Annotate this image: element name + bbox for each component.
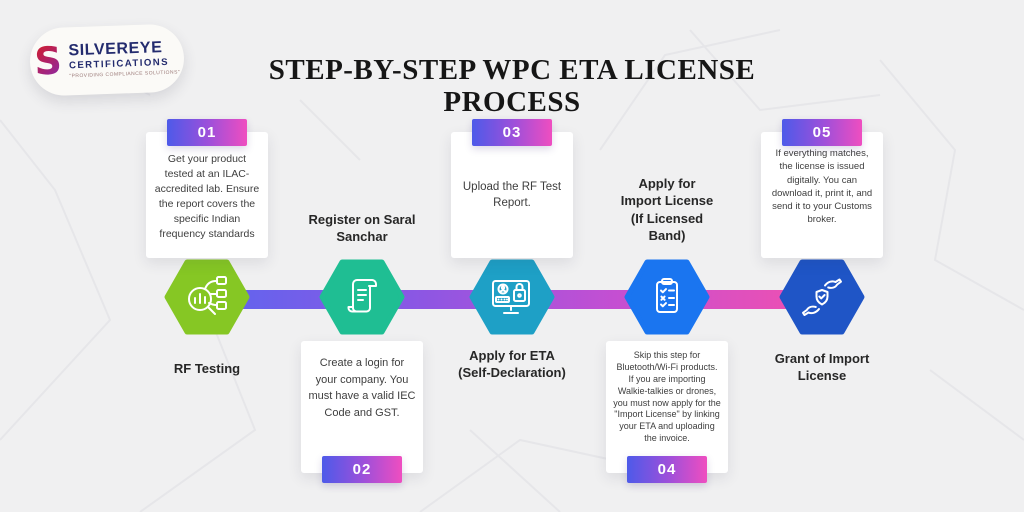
step1-hexagon bbox=[164, 258, 250, 336]
step3-number-badge: 03 bbox=[472, 119, 552, 146]
rf-analysis-icon bbox=[188, 276, 227, 315]
step2-number-badge: 02 bbox=[322, 456, 402, 483]
brand-text: SILVEREYE CERTIFICATIONS "PROVIDING COMP… bbox=[68, 39, 180, 79]
step3-hex-shape bbox=[469, 259, 555, 335]
step2-label: Register on Saral Sanchar bbox=[308, 212, 416, 245]
step4-label: Apply for Import License (If Licensed Ba… bbox=[620, 176, 714, 243]
step4-hexagon bbox=[624, 258, 710, 336]
step3-hexagon bbox=[469, 258, 555, 336]
step2-card-text: Create a login for your company. You mus… bbox=[308, 357, 416, 419]
step2-card: Create a login for your company. You mus… bbox=[301, 341, 423, 473]
step2-hex-shape bbox=[319, 259, 405, 335]
step5-number-badge: 05 bbox=[782, 119, 862, 146]
scroll-document-icon bbox=[347, 279, 377, 313]
step1-number-badge: 01 bbox=[167, 119, 247, 146]
step3-card-text: Upload the RF Test Report. bbox=[462, 180, 562, 209]
brand-monogram-icon: S bbox=[33, 38, 63, 84]
step4-card-text: Skip this step for Bluetooth/Wi-Fi produ… bbox=[613, 350, 721, 444]
step1-label: RF Testing bbox=[173, 361, 241, 376]
step5-card-text: If everything matches, the license is is… bbox=[771, 148, 873, 226]
step5-label: Grant of Import License bbox=[774, 351, 870, 384]
step1-card: Get your product tested at an ILAC-accre… bbox=[146, 132, 268, 258]
step5-card: If everything matches, the license is is… bbox=[761, 132, 883, 258]
hands-shield-icon bbox=[802, 278, 842, 316]
step4-hex-shape bbox=[624, 259, 710, 335]
brand-logo: S SILVEREYE CERTIFICATIONS "PROVIDING CO… bbox=[28, 23, 186, 97]
step3-card: Upload the RF Test Report. bbox=[451, 132, 573, 258]
step1-card-text: Get your product tested at an ILAC-accre… bbox=[154, 153, 260, 240]
step4-card: Skip this step for Bluetooth/Wi-Fi produ… bbox=[606, 341, 728, 473]
step1-hex-shape bbox=[164, 259, 250, 335]
page-title: STEP-BY-STEP WPC ETA LICENSE PROCESS bbox=[268, 54, 756, 119]
step5-hexagon bbox=[779, 258, 865, 336]
computer-login-icon bbox=[492, 280, 530, 314]
step2-hexagon bbox=[319, 258, 405, 336]
step3-label: Apply for ETA (Self-Declaration) bbox=[458, 348, 566, 381]
step4-number-badge: 04 bbox=[627, 456, 707, 483]
checklist-clipboard-icon bbox=[656, 278, 678, 313]
